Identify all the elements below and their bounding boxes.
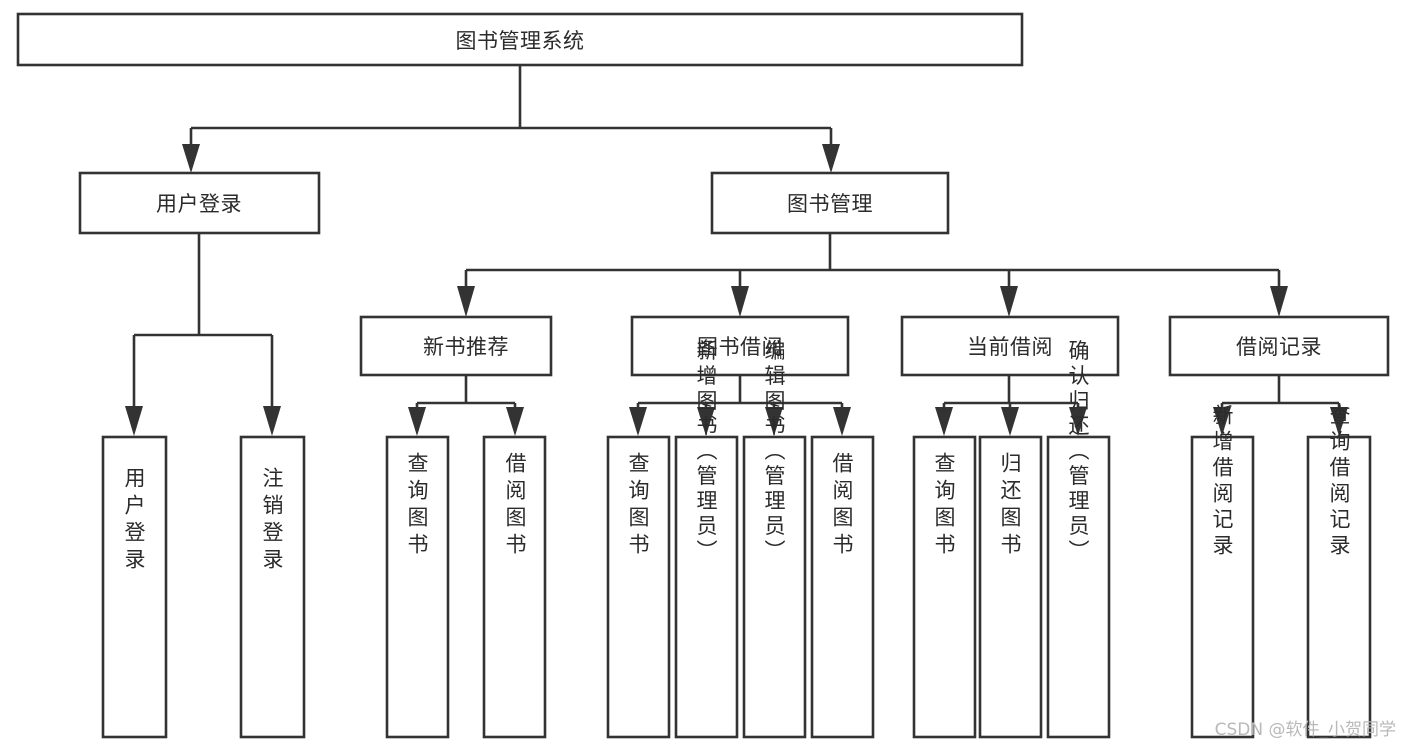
arrow-leaf-cb-confirm (1069, 407, 1087, 436)
leaf-bb-query-box[interactable] (606, 435, 671, 739)
leaf-bb-edit-box[interactable] (742, 435, 807, 739)
leaf-nb-borrow-label: 借阅图书 (503, 452, 527, 560)
node-book-manage-label: 图书管理 (787, 192, 873, 216)
leaf-bb-add[interactable]: 新增图书（管理员） (674, 340, 739, 739)
leaf-bb-add-label: 新增图书（管理员） (694, 340, 718, 565)
node-current-borrow-box[interactable] (900, 315, 1120, 377)
arrow-leaf-br-add (1213, 407, 1231, 436)
leaf-br-query-box[interactable] (1306, 435, 1372, 739)
leaf-user-logout-label: 注销登录 (260, 467, 284, 575)
arrow-leaf-nb-query (408, 407, 426, 436)
connectors (125, 65, 1348, 436)
leaf-bb-add-box[interactable] (674, 435, 739, 739)
leaf-nb-query-box[interactable] (385, 435, 450, 739)
node-user-login-box[interactable] (78, 171, 321, 235)
node-current-borrow-label: 当前借阅 (967, 335, 1053, 359)
node-borrow-record[interactable]: 借阅记录 (1168, 315, 1390, 377)
leaf-cb-confirm[interactable]: 确认归还（管理员） (1046, 340, 1111, 739)
arrow-leaf-bb-borrow (833, 407, 851, 436)
node-current-borrow[interactable]: 当前借阅 (900, 315, 1120, 377)
arrow-leaf-bb-edit (765, 407, 783, 436)
leaf-nb-query[interactable]: 查询图书 (385, 435, 450, 739)
leaf-nb-query-label: 查询图书 (405, 452, 429, 560)
leaf-bb-edit[interactable]: 编辑图书（管理员） (742, 340, 807, 739)
leaf-cb-return[interactable]: 归还图书 (978, 435, 1043, 739)
node-book-manage-box[interactable] (710, 171, 950, 235)
arrow-leaf-bb-add (697, 407, 715, 436)
node-book-borrow-label: 图书借阅 (697, 335, 783, 359)
leaf-cb-return-label: 归还图书 (998, 452, 1022, 560)
arrow-leaf-cb-return (1001, 407, 1019, 436)
node-root-label: 图书管理系统 (456, 29, 585, 53)
arrow-leaf-bb-query (629, 407, 647, 436)
leaf-user-login-label: 用户登录 (122, 467, 146, 575)
arrow-current-borrow (1000, 286, 1018, 317)
leaf-bb-query-label: 查询图书 (626, 452, 650, 560)
leaf-cb-confirm-label: 确认归还（管理员） (1066, 340, 1090, 565)
leaf-user-logout-box[interactable] (239, 435, 306, 739)
arrow-leaf-user-logout (263, 406, 281, 436)
node-borrow-record-box[interactable] (1168, 315, 1390, 377)
leaf-bb-query[interactable]: 查询图书 (606, 435, 671, 739)
leaf-cb-query[interactable]: 查询图书 (912, 435, 977, 739)
leaf-bb-edit-label: 编辑图书（管理员） (762, 340, 786, 565)
csdn-watermark: CSDN @软件_小贺同学 (1215, 720, 1396, 740)
node-root[interactable]: 图书管理系统 (16, 12, 1024, 67)
node-new-book-box[interactable] (359, 315, 553, 377)
arrow-book-manage (822, 144, 840, 173)
leaf-bb-borrow[interactable]: 借阅图书 (810, 435, 875, 739)
arrow-user-login (182, 144, 200, 173)
node-new-book[interactable]: 新书推荐 (359, 315, 553, 377)
leaf-user-logout[interactable]: 注销登录 (239, 435, 306, 739)
node-root-box[interactable] (16, 12, 1024, 67)
arrow-leaf-nb-borrow (506, 407, 524, 436)
arrow-book-borrow (731, 286, 749, 317)
leaf-br-add[interactable]: 新增借阅记录 (1190, 404, 1255, 739)
leaf-cb-return-box[interactable] (978, 435, 1043, 739)
node-user-login-label: 用户登录 (156, 192, 242, 216)
node-book-borrow[interactable]: 图书借阅 (630, 315, 850, 377)
leaf-br-query[interactable]: 查询借阅记录 (1306, 404, 1372, 739)
node-book-manage[interactable]: 图书管理 (710, 171, 950, 235)
node-new-book-label: 新书推荐 (423, 335, 509, 359)
leaf-bb-borrow-label: 借阅图书 (830, 452, 854, 560)
leaf-br-add-box[interactable] (1190, 435, 1255, 739)
node-borrow-record-label: 借阅记录 (1236, 335, 1322, 359)
leaf-bb-borrow-box[interactable] (810, 435, 875, 739)
leaf-user-login-box[interactable] (101, 435, 168, 739)
leaf-cb-query-box[interactable] (912, 435, 977, 739)
leaf-user-login[interactable]: 用户登录 (101, 435, 168, 739)
arrow-new-book (457, 286, 475, 317)
node-book-borrow-box[interactable] (630, 315, 850, 377)
leaf-cb-confirm-box[interactable] (1046, 435, 1111, 739)
leaf-br-query-label: 查询借阅记录 (1327, 404, 1351, 560)
node-user-login[interactable]: 用户登录 (78, 171, 321, 235)
leaf-br-add-label: 新增借阅记录 (1210, 404, 1234, 560)
arrow-borrow-record (1270, 286, 1288, 317)
arrow-leaf-user-login (125, 406, 143, 436)
leaf-cb-query-label: 查询图书 (932, 452, 956, 560)
arrow-leaf-br-query (1330, 407, 1348, 436)
leaf-nb-borrow[interactable]: 借阅图书 (482, 435, 547, 739)
arrow-leaf-cb-query (935, 407, 953, 436)
leaf-nb-borrow-box[interactable] (482, 435, 547, 739)
